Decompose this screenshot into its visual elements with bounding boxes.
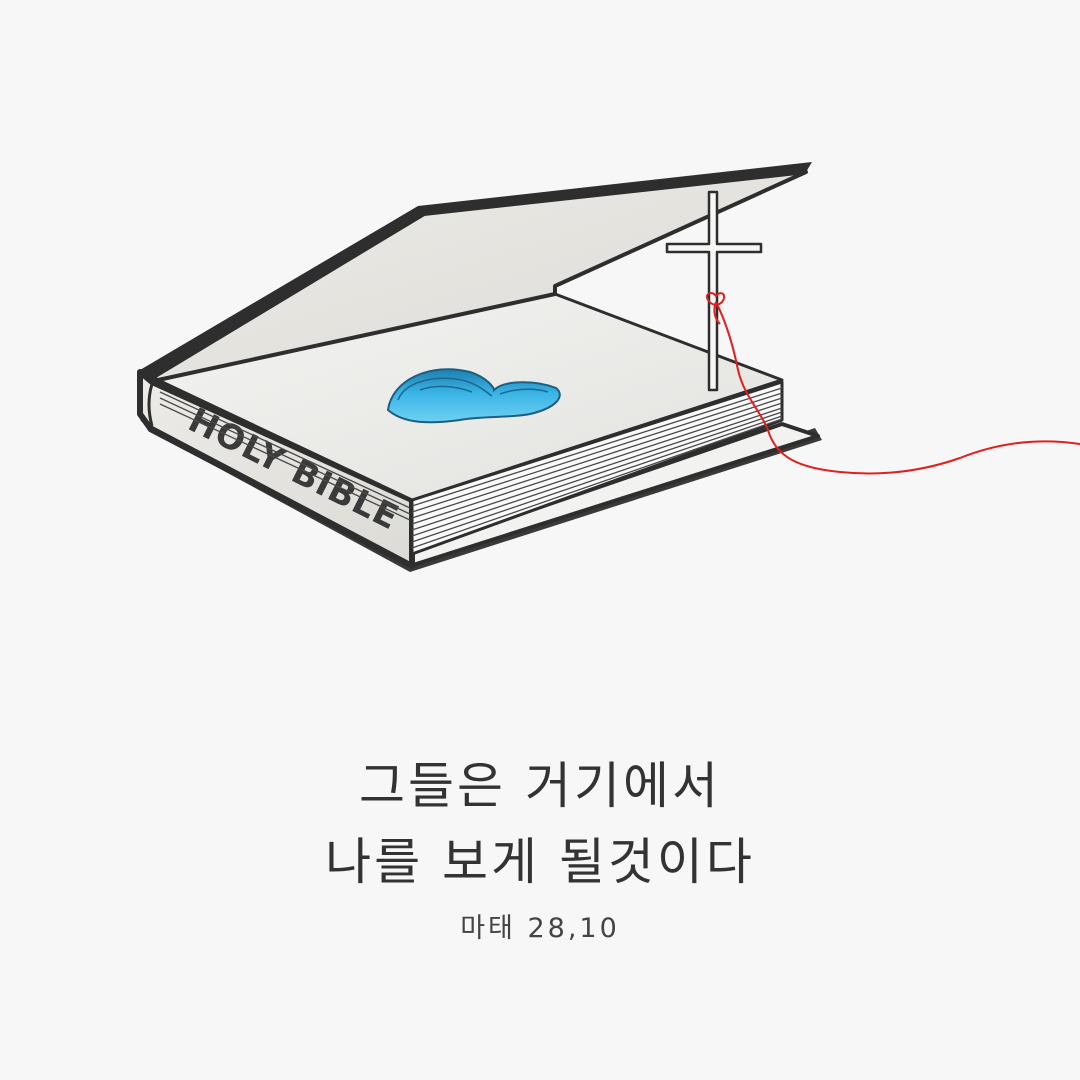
page-edges [159,380,784,556]
verse-text: 그들은 거기에서 나를 보게 될것이다 [0,748,1080,900]
verse-line-1: 그들은 거기에서 [359,757,721,815]
cross [665,190,763,392]
front-cover [140,162,812,382]
red-thread [706,292,1080,475]
verse-reference: 마태 28,10 [460,913,620,944]
verse-line-2: 나를 보게 될것이다 [325,833,755,891]
heart-cutout [386,368,561,424]
bible-illustration: HOLY BIBLE [137,162,1080,572]
